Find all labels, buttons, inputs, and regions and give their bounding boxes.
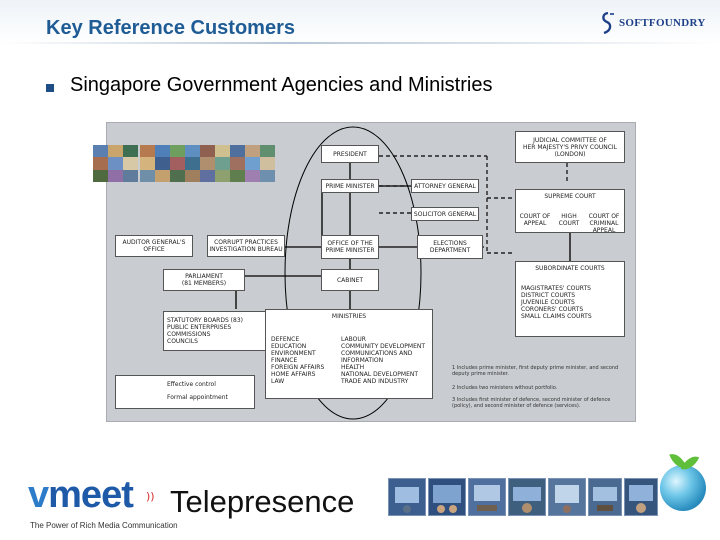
- photo-collage-1: [93, 145, 138, 182]
- org-chart: JUDICIAL COMMITTEE OF HER MAJESTY'S PRIV…: [93, 122, 636, 422]
- footnote-1: 1 Includes prime minister, first deputy …: [452, 365, 619, 377]
- corrupt-practices-box: CORRUPT PRACTICES INVESTIGATION BUREAU: [207, 235, 285, 257]
- telepresence-photo-4: [508, 478, 546, 516]
- subordinate-courts-box: SUBORDINATE COURTS: [515, 261, 625, 337]
- prime-minister-box: PRIME MINISTER: [321, 179, 379, 193]
- subordinate-courts-label: SUBORDINATE COURTS: [535, 265, 605, 272]
- subordinate-courts-list: MAGISTRATES' COURTS DISTRICT COURTS JUVE…: [521, 285, 592, 320]
- photo-collage-2: [140, 145, 185, 182]
- photo-collage-3: [185, 145, 230, 182]
- logo-text: SOFTFOUNDRY: [619, 17, 706, 29]
- cabinet-box: CABINET: [321, 269, 379, 291]
- signal-icon: )): [146, 490, 155, 503]
- telepresence-photo-7: [624, 478, 658, 516]
- footnote-2: 2 Includes two ministers without portfol…: [452, 385, 558, 391]
- header-band: [0, 0, 720, 44]
- header-divider: [0, 42, 720, 44]
- elections-box: ELECTIONS DEPARTMENT: [417, 235, 483, 259]
- president-box: PRESIDENT: [321, 145, 379, 163]
- court-of-appeal-label: COURT OF APPEAL: [519, 213, 551, 227]
- telepresence-photo-2: [428, 478, 466, 516]
- vmeet-rest: meet: [48, 474, 134, 516]
- telepresence-photo-5: [548, 478, 586, 516]
- supreme-court-label: SUPREME COURT: [544, 193, 596, 200]
- ministries-left-list: DEFENCE EDUCATION ENVIRONMENT FINANCE FO…: [271, 336, 325, 385]
- ministries-box: MINISTRIES: [265, 309, 433, 399]
- slide-title: Key Reference Customers: [46, 17, 295, 39]
- judicial-committee-box: JUDICIAL COMMITTEE OF HER MAJESTY'S PRIV…: [515, 131, 625, 163]
- attorney-general-box: ATTORNEY GENERAL: [411, 179, 479, 193]
- high-court-label: HIGH COURT: [558, 213, 580, 227]
- softfoundry-logo: SOFTFOUNDRY: [598, 10, 706, 36]
- court-of-criminal-appeal-label: COURT OF CRIMINAL APPEAL: [588, 213, 620, 234]
- parliament-box: PARLIAMENT (81 MEMBERS): [163, 269, 245, 291]
- footnote-3: 3 Includes first minister of defence, se…: [452, 397, 611, 409]
- telepresence-photo-6: [588, 478, 622, 516]
- statutory-boards-box: STATUTORY BOARDS (83) PUBLIC ENTERPRISES…: [163, 311, 267, 351]
- legend-formal-appointment: Formal appointment: [167, 394, 228, 401]
- ministries-right-list: LABOUR COMMUNITY DEVELOPMENT COMMUNICATI…: [341, 336, 426, 385]
- telepresence-photo-3: [468, 478, 506, 516]
- office-of-pm-box: OFFICE OF THE PRIME MINISTER: [321, 235, 379, 259]
- globe-icon: [660, 465, 706, 511]
- auditor-general-box: AUDITOR GENERAL'S OFFICE: [115, 235, 193, 257]
- bullet-text: Singapore Government Agencies and Minist…: [70, 74, 493, 96]
- legend-box: [115, 375, 255, 409]
- solicitor-general-box: SOLICITOR GENERAL: [411, 207, 479, 221]
- vmeet-v: v: [28, 474, 49, 516]
- tagline: The Power of Rich Media Communication: [30, 521, 178, 530]
- telepresence-photo-1: [388, 478, 426, 516]
- softfoundry-logo-icon: [602, 11, 614, 35]
- supreme-court-box: SUPREME COURT: [515, 189, 625, 233]
- ministries-label: MINISTRIES: [331, 313, 367, 320]
- photo-collage-4: [230, 145, 275, 182]
- vmeet-logo: vmeet: [28, 474, 134, 516]
- bullet-icon: [46, 84, 54, 92]
- legend-effective-control: Effective control: [167, 381, 216, 388]
- telepresence-text: Telepresence: [170, 484, 355, 519]
- highlight-ellipse: [284, 126, 422, 420]
